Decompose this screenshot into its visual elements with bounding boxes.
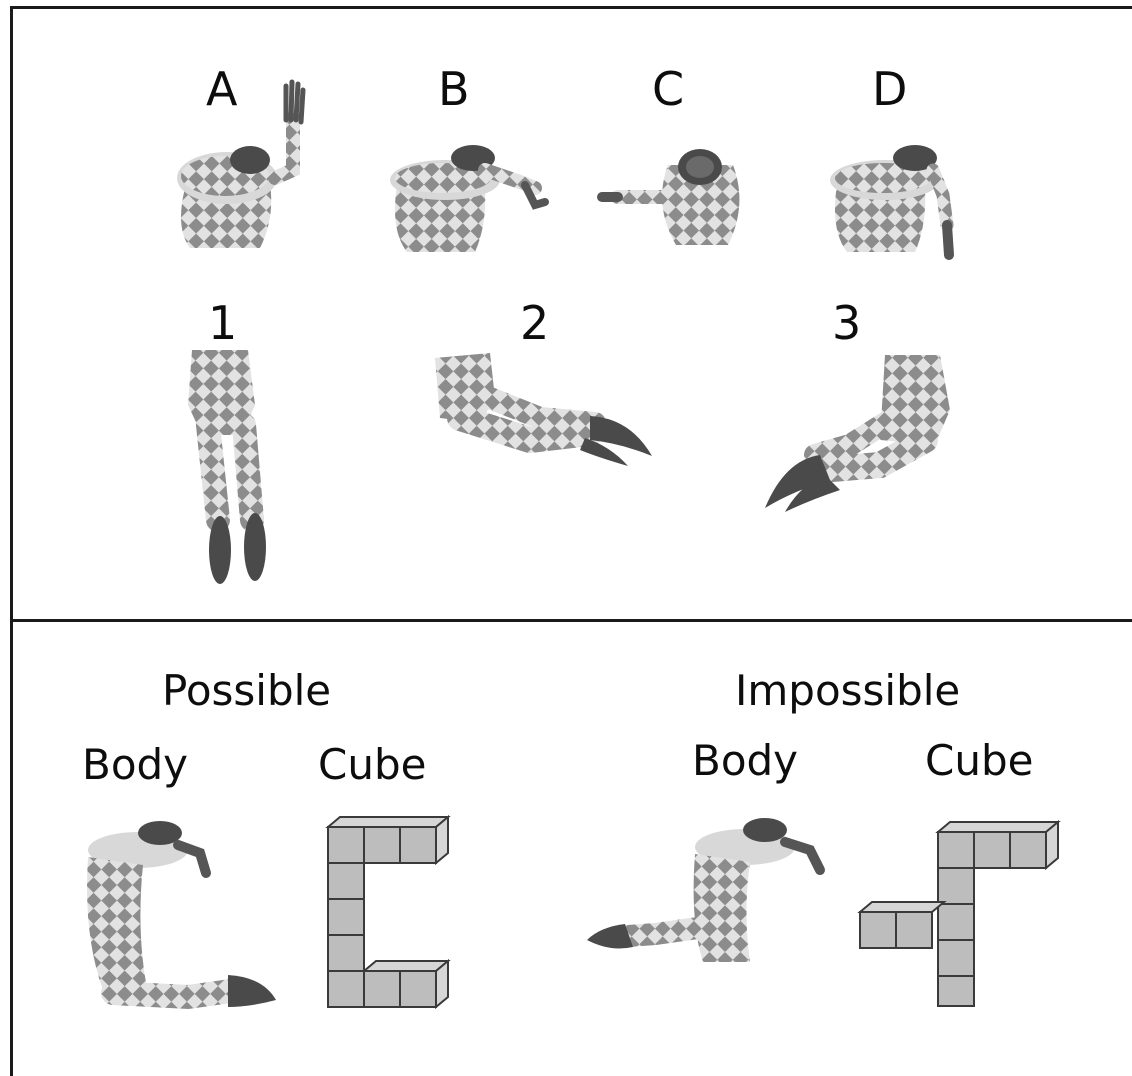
possible-body-figure — [78, 815, 278, 1030]
label-3: 3 — [832, 300, 861, 346]
possible-cube-label: Cube — [318, 744, 426, 786]
possible-cube-figure — [318, 815, 463, 1030]
lower-body-1-figure — [180, 345, 290, 590]
possible-title: Possible — [162, 670, 331, 712]
label-c: C — [652, 66, 684, 112]
label-1: 1 — [208, 300, 237, 346]
impossible-cube-figure — [856, 820, 1076, 1010]
label-d: D — [872, 66, 907, 112]
possible-body-label: Body — [82, 744, 188, 786]
label-2: 2 — [520, 300, 549, 346]
upper-body-b-figure — [385, 130, 555, 260]
impossible-cube-label: Cube — [925, 740, 1033, 782]
impossible-body-figure — [585, 812, 845, 977]
panel-divider — [10, 619, 1132, 622]
impossible-title: Impossible — [735, 670, 960, 712]
label-b: B — [438, 66, 470, 112]
upper-body-d-figure — [825, 140, 985, 265]
lower-body-3-figure — [760, 350, 970, 515]
impossible-body-label: Body — [692, 740, 798, 782]
upper-body-c-figure — [598, 145, 758, 255]
lower-body-2-figure — [430, 348, 660, 473]
upper-body-a-figure — [165, 78, 315, 258]
